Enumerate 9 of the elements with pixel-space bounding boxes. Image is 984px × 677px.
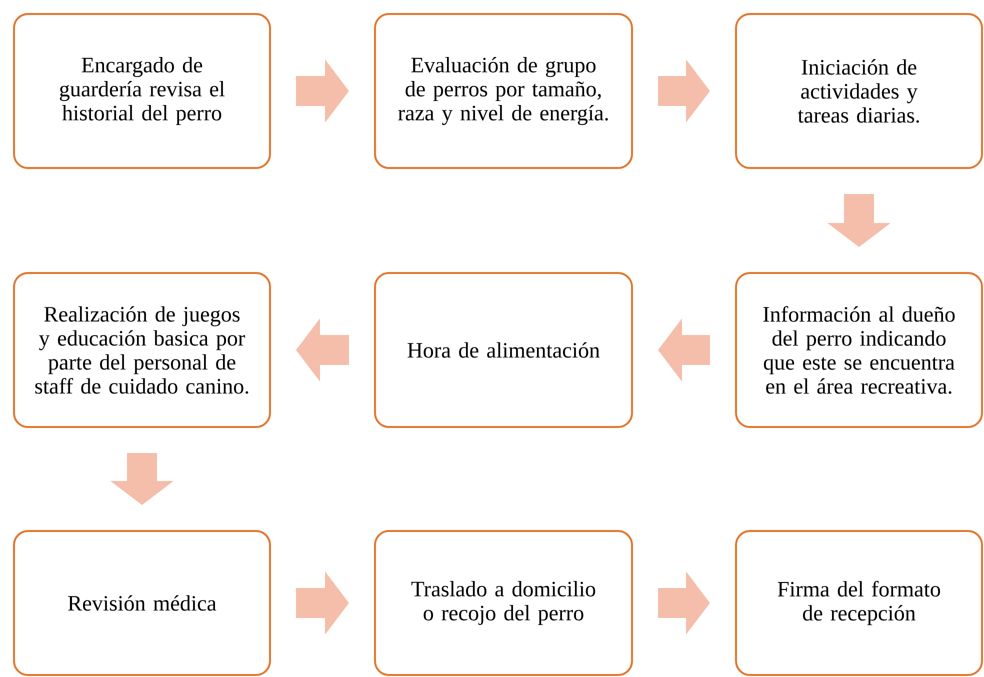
process-box: Revisión médica (13, 530, 271, 676)
process-box: Información al dueño del perro indicando que este se encuentra en el área recreativa. (735, 272, 984, 428)
process-box: Encargado de guardería revisa el historial del perro (13, 13, 271, 169)
process-box: Iniciación de actividades y tareas diarias. (735, 13, 984, 169)
process-box: Hora de alimentación (374, 272, 633, 428)
process-box: Traslado a domicilio o recojo del perro (374, 530, 633, 676)
process-box: Evaluación de grupo de perros por tamaño, raza y nivel de energía. (374, 13, 633, 169)
process-box: Firma del formato de recepción (735, 530, 984, 676)
process-box: Realización de juegos y educación basica por parte del personal de staff de cuidado canino. (13, 272, 271, 428)
